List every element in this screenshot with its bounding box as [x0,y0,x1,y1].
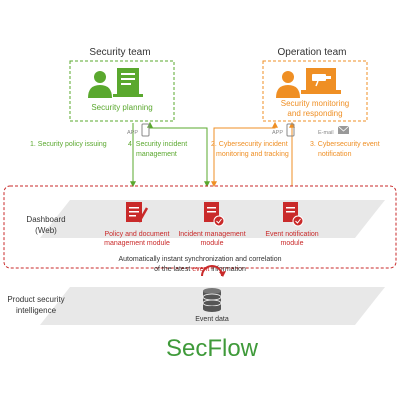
dashboard-boundary [3,185,397,269]
flow-arrow-incident-management [147,121,210,188]
flow-label-incident-line2: management [136,151,177,158]
flow-label-notification-line1: 3. Cybersecurity event [310,141,380,148]
intelligence-label-line2: intelligence [16,306,57,315]
sync-text-pre: of the latest [154,266,192,273]
operation-caption-line2: and responding [287,109,342,118]
flow-label-incident-line1: 4. Security incident [128,141,187,148]
refresh-icon [201,265,226,277]
mail-icon [337,125,350,134]
sync-text-line1: Automatically instant synchronization an… [118,256,281,263]
flow-label-policy: 1. Security policy issuing [30,141,107,148]
intelligence-label-line1: Product security [7,295,64,304]
app-label-right: APP [272,130,283,136]
dashboard-label-line1: Dashboard [26,215,65,224]
incident-module-icon [204,202,225,227]
sync-text-highlight: event [192,266,209,273]
event-data-label: Event data [195,316,229,323]
security-planning-caption: Security planning [91,103,152,112]
incident-module-line2: module [201,240,224,247]
operation-team-box [262,60,368,122]
security-team-panel: Security team Security planning [69,47,175,122]
policy-module-line1: Policy and document [105,231,170,238]
camera-icon [312,74,331,87]
event-module-line1: Event notification [265,231,318,238]
email-label: E-mail [318,130,334,136]
flow-arrow-incident-tracking [211,121,278,188]
phone-icon [141,123,150,137]
flow-label-tracking-line2: monitoring and tracking [216,151,289,158]
secflow-logo: SecFlow [166,335,259,362]
document-icon [113,68,143,97]
flow-label-notification-line2: notification [318,151,352,158]
security-team-title: Security team [89,47,150,58]
policy-module-line2: management module [104,240,170,247]
sync-text-line2: of the latest event information [154,266,246,273]
database-icon [202,288,222,312]
phone-icon [286,123,295,137]
user-icon [88,71,112,98]
operation-caption-line1: Security monitoring [281,99,349,108]
event-module-icon [283,202,304,227]
sync-text-post: information [209,266,246,273]
operation-team-title: Operation team [278,47,347,58]
event-module-line2: module [281,240,304,247]
dashboard-label-line2: (Web) [35,226,57,235]
app-label-left: APP [127,130,138,136]
policy-module-icon [126,202,149,223]
operation-team-panel: Operation team Security monitoring and r… [262,47,368,122]
user-icon [276,71,300,98]
incident-module-line1: Incident management [178,231,245,238]
security-team-box [69,60,175,122]
flow-label-tracking-line1: 2. Cybersecurity incident [211,141,288,148]
